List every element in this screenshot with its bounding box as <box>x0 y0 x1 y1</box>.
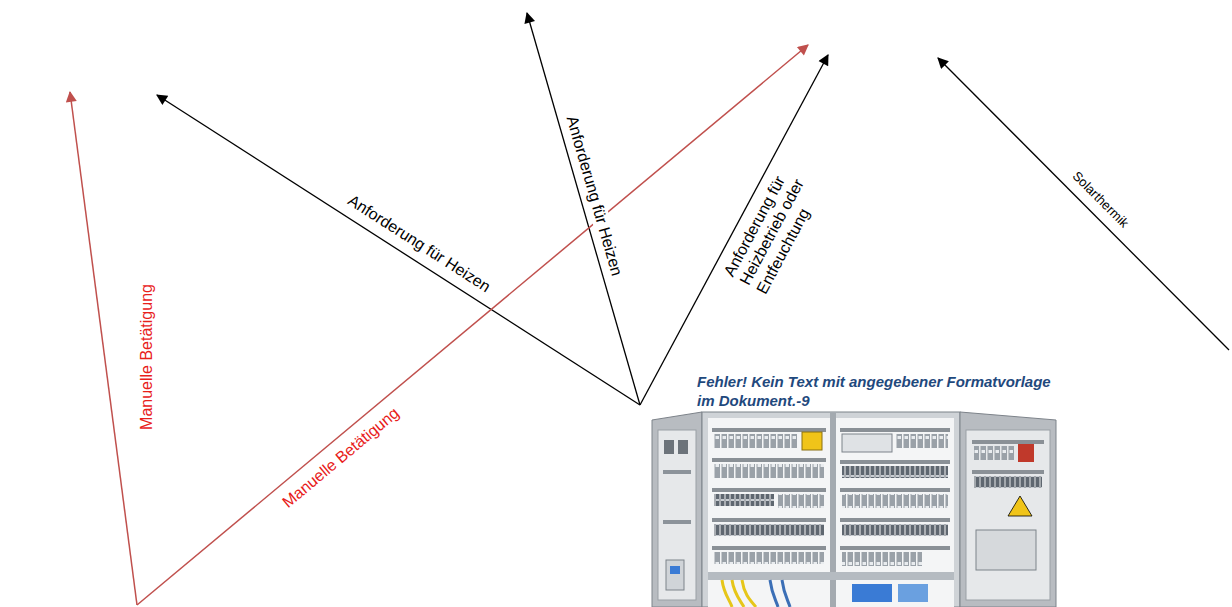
arrow-line <box>938 58 1229 350</box>
arrow-line <box>527 13 640 405</box>
manual-label: Manuelle Betätigung <box>138 282 156 432</box>
arrow-line <box>157 95 640 405</box>
signal-label: Anforderung für Heizen <box>343 190 496 297</box>
manual-label: Manuelle Betätigung <box>278 403 405 513</box>
signal-label: Anforderung für Heizen <box>562 112 627 280</box>
arrow-line <box>70 92 137 605</box>
signal-label: Solarthermik <box>1068 168 1133 233</box>
control-cabinet <box>652 412 1056 607</box>
figure-caption: Fehler! Kein Text mit angegebener Format… <box>697 372 1057 410</box>
signal-label: Anforderung für Heizbetrieb oder Entfeuc… <box>720 153 833 299</box>
